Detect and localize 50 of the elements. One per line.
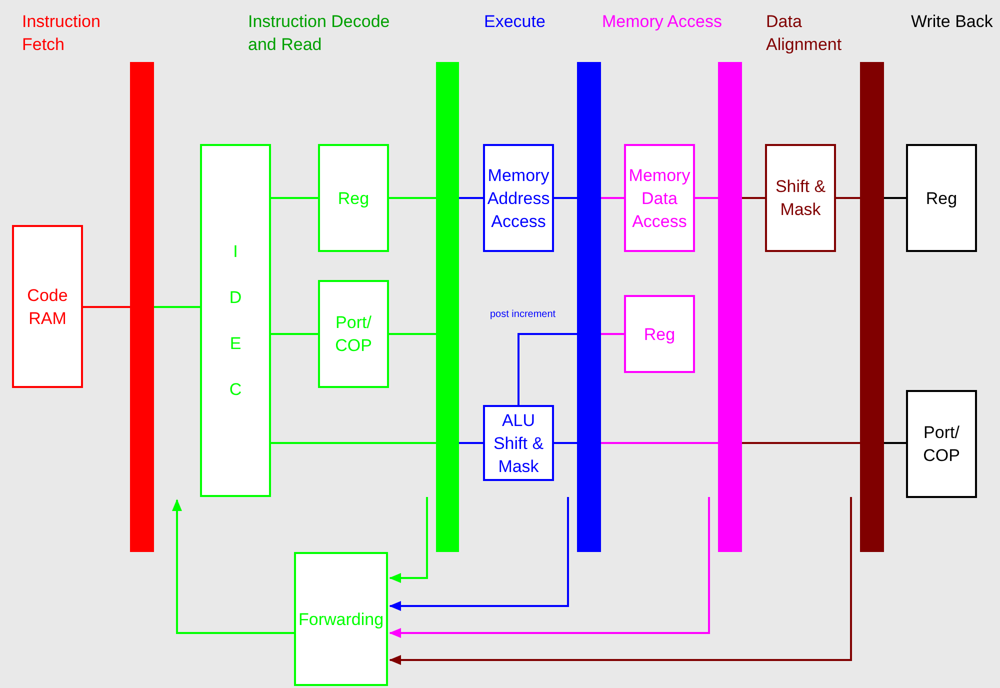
process-box: Memory Address Access: [483, 144, 554, 252]
decoder-box: I D E C: [200, 144, 271, 497]
connector-line: [154, 306, 200, 308]
pipeline-bar: [577, 62, 601, 552]
process-box: Code RAM: [12, 225, 83, 388]
process-box: ALU Shift & Mask: [483, 405, 554, 481]
process-box: Reg: [318, 144, 389, 252]
connector-line: [742, 197, 765, 199]
connector-line: [554, 442, 577, 444]
connector-line: [518, 333, 577, 405]
connector-line: [459, 442, 483, 444]
connector-line: [601, 442, 718, 444]
process-box: Shift & Mask: [765, 144, 836, 252]
connector-line: [389, 197, 436, 199]
pipeline-bar: [718, 62, 742, 552]
arrow: [172, 499, 294, 634]
connector-line: [884, 442, 906, 444]
process-box: Forwarding: [294, 552, 388, 686]
process-box: Port/ COP: [906, 390, 977, 498]
edge-label: post increment: [490, 309, 556, 320]
connector-line: [83, 306, 130, 308]
connector-line: [271, 197, 318, 199]
connector-line: [695, 197, 718, 199]
pipeline-bar: [436, 62, 459, 552]
connector-line: [389, 333, 436, 335]
stage-heading: Data Alignment: [766, 11, 843, 56]
connector-line: [836, 197, 860, 199]
connector-line: [601, 333, 624, 335]
arrow: [389, 497, 428, 583]
process-box: Reg: [624, 295, 695, 373]
connector-line: [554, 197, 577, 199]
pipeline-bar: [860, 62, 884, 552]
stage-heading: Execute: [484, 11, 546, 33]
connector-line: [459, 197, 483, 199]
arrow: [389, 497, 852, 665]
stage-heading: Write Back: [911, 11, 994, 33]
process-box: Reg: [906, 144, 977, 252]
pipeline-bar: [130, 62, 154, 552]
process-box: Memory Data Access: [624, 144, 695, 252]
connector-line: [601, 197, 624, 199]
stage-heading: Memory Access: [602, 11, 723, 33]
process-box: Port/ COP: [318, 280, 389, 388]
connector-line: [271, 442, 436, 444]
stage-heading: Instruction Fetch: [22, 11, 102, 56]
connector-line: [884, 197, 906, 199]
connector-line: [742, 442, 860, 444]
arrow: [389, 497, 710, 638]
arrow: [389, 497, 569, 611]
stage-heading: Instruction Decode and Read: [248, 11, 391, 56]
connector-line: [271, 333, 318, 335]
